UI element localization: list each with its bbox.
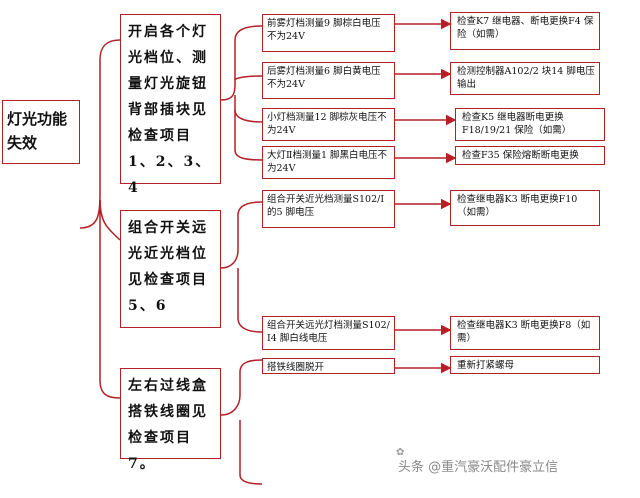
- condition-5: 组合开关近光档测量S102/Ⅰ的5 脚电压: [262, 190, 395, 228]
- cat1-brace-4: [234, 110, 263, 161]
- root-brace: [79, 39, 121, 229]
- cat2-brace-2: [237, 268, 263, 333]
- root-brace-low: [99, 200, 121, 399]
- action-2: 检测控制器A102/2 块14 脚电压输出: [450, 62, 600, 95]
- watermark: 头条 @重汽豪沃配件豪立信: [398, 456, 559, 475]
- root-label-line1: 灯光功能: [7, 110, 68, 128]
- root-brace-mid: [99, 199, 121, 241]
- action-3: 检查K5 继电器断电更换F18/19/21 保险（如需）: [455, 108, 605, 141]
- cat1-brace-2: [234, 75, 263, 81]
- condition-3: 小灯档测量12 脚棕灰电压不为24V: [262, 108, 395, 141]
- condition-2: 后雾灯档测量6 脚白黄电压不为24V: [262, 62, 395, 99]
- category-1: 开启各个灯光档位、测量灯光旋钮背部插块见检查项目1、2、3、4: [120, 14, 221, 196]
- category-2: 组合开关远光近光档位见检查项目5、6: [120, 210, 221, 328]
- condition-1: 前雾灯档测量9 脚棕白电压不为24V: [262, 14, 395, 52]
- category-3: 左右过线盒搭铁线圈见检查项目7。: [120, 368, 221, 472]
- condition-6: 组合开关远光灯档测量S102/Ⅰ4 脚白线电压: [262, 316, 395, 350]
- condition-7: 搭铁线圈脱开: [262, 358, 395, 374]
- cat1-brace: [220, 25, 263, 101]
- condition-4: 大灯Ⅱ档测量1 脚黑白电压不为24V: [262, 146, 395, 179]
- root-label-line2: 失效: [7, 134, 38, 152]
- cat3-brace: [220, 359, 263, 416]
- cat3-brace-2: [239, 420, 263, 485]
- action-6: 检查继电器K3 断电更换F8（如需）: [450, 316, 600, 350]
- cat1-brace-3: [234, 95, 263, 123]
- action-7: 重新打紧螺母: [450, 356, 600, 374]
- root-node: 灯光功能 失效: [2, 100, 80, 164]
- action-4: 检查F35 保险熔断断电更换: [455, 146, 605, 165]
- cat2-brace: [220, 201, 263, 269]
- action-1: 检查K7 继电器、断电更换F4 保险（如需）: [450, 12, 600, 50]
- watermark-icon: ✿: [396, 447, 405, 458]
- action-5: 检查继电器K3 断电更换F10（如需）: [450, 190, 600, 226]
